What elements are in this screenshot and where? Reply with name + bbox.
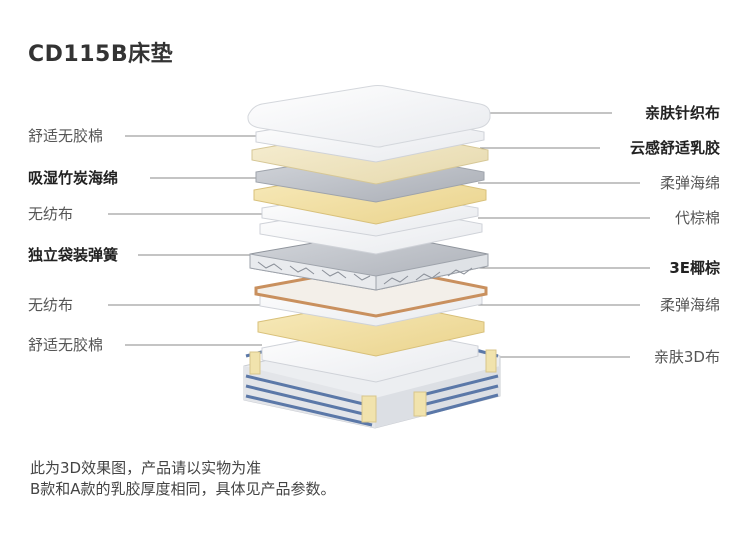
- left-label-nonwoven-upper: 无纺布: [28, 205, 74, 223]
- left-label-nonwoven-lower: 无纺布: [28, 296, 74, 314]
- footnote-line-1: 此为3D效果图，产品请以实物为准: [30, 459, 262, 477]
- left-label-bamboo-charcoal-foam: 吸湿竹炭海绵: [28, 169, 119, 187]
- right-label-cloud-latex: 云感舒适乳胶: [629, 139, 720, 157]
- right-label-3e-coir: 3E椰棕: [669, 259, 720, 277]
- left-label-comfort-foam-bottom: 舒适无胶棉: [28, 336, 104, 354]
- right-label-palm-substitute-cotton: 代棕棉: [674, 209, 720, 227]
- right-label-knitted-fabric: 亲肤针织布: [644, 104, 720, 122]
- right-label-elastic-foam-upper: 柔弹海绵: [659, 174, 720, 192]
- right-label-3d-fabric: 亲肤3D布: [653, 348, 720, 366]
- left-label-pocket-springs: 独立袋装弹簧: [28, 246, 119, 264]
- layer-knitted-fabric: [247, 85, 491, 148]
- footnote-line-2: B款和A款的乳胶厚度相同，具体见产品参数。: [30, 480, 336, 498]
- left-label-comfort-foam-top: 舒适无胶棉: [28, 127, 104, 145]
- page-title: CD115B床垫: [28, 42, 174, 67]
- right-label-elastic-foam-lower: 柔弹海绵: [659, 296, 720, 314]
